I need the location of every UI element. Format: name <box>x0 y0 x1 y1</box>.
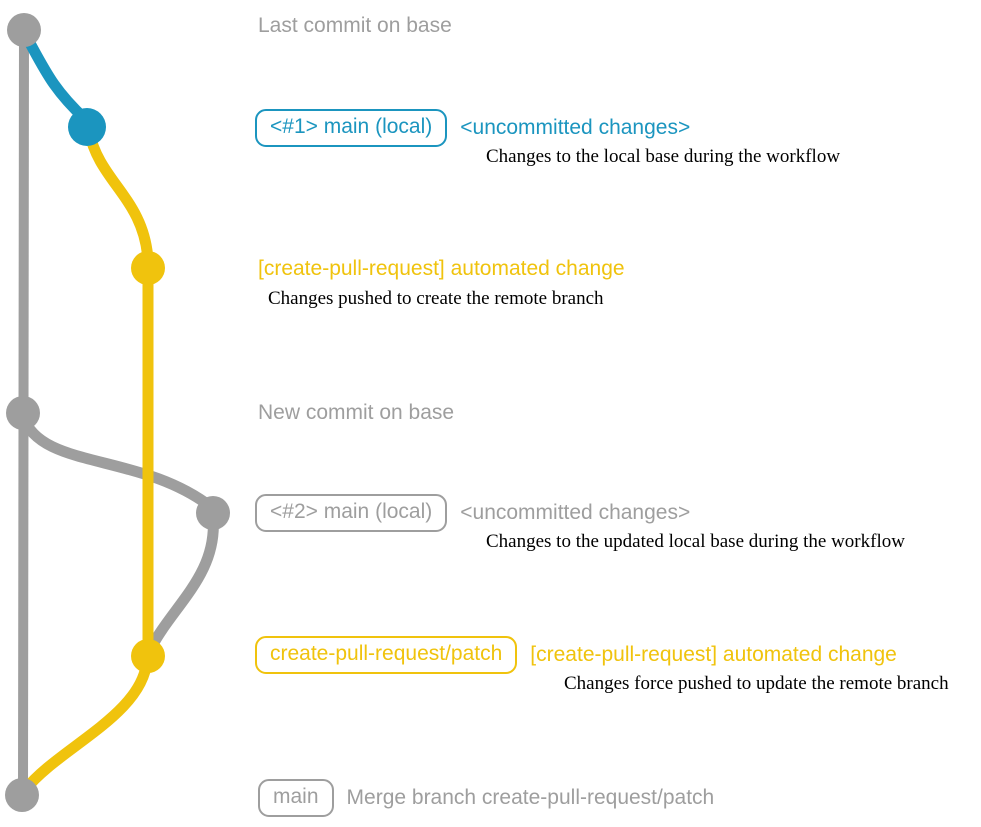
commit-message-uncommitted-1: <uncommitted changes> <box>460 116 691 139</box>
row-local-main-1: <#1> main (local) <uncommitted changes> <box>255 109 691 147</box>
commit-dot-local-main-2 <box>196 496 230 530</box>
commit-dot-local-main-1 <box>68 108 106 146</box>
commit-message-automated-change-1: [create-pull-request] automated change <box>258 257 625 280</box>
note-changes-pushed: Changes pushed to create the remote bran… <box>268 288 604 309</box>
last-commit-label: Last commit on base <box>258 14 452 37</box>
branch-tag-main-local-1: <#1> main (local) <box>255 109 448 147</box>
merge-branch-curve <box>19 654 153 796</box>
note-local-base-changes: Changes to the local base during the wor… <box>486 146 841 167</box>
commit-message-merge: Merge branch create-pull-request/patch <box>346 786 715 809</box>
commit-dot-last-base <box>7 13 41 47</box>
commit-dot-merge <box>5 778 39 812</box>
row-local-main-2: <#2> main (local) <uncommitted changes> <box>255 494 691 532</box>
branch-tag-main: main <box>258 779 334 817</box>
commit-dot-pr-2 <box>131 639 165 673</box>
commit-dot-new-base <box>6 396 40 430</box>
local-main-update-curve <box>17 410 217 513</box>
new-commit-label: New commit on base <box>258 401 455 424</box>
local-main-branch-curve <box>19 28 91 125</box>
commit-message-automated-change-2: [create-pull-request] automated change <box>530 643 897 666</box>
commit-dot-pr-1 <box>131 251 165 285</box>
row-pr-branch: create-pull-request/patch [create-pull-r… <box>255 636 897 674</box>
pr-rebase-curve <box>144 511 219 656</box>
branch-tag-create-pull-request-patch: create-pull-request/patch <box>255 636 518 674</box>
note-updated-local-base-changes: Changes to the updated local base during… <box>486 531 905 552</box>
note-force-pushed: Changes force pushed to update the remot… <box>564 673 949 694</box>
row-merge: main Merge branch create-pull-request/pa… <box>258 779 715 817</box>
pr-branch-create-curve <box>83 125 154 266</box>
branch-tag-main-local-2: <#2> main (local) <box>255 494 448 532</box>
commit-message-uncommitted-2: <uncommitted changes> <box>460 501 691 524</box>
